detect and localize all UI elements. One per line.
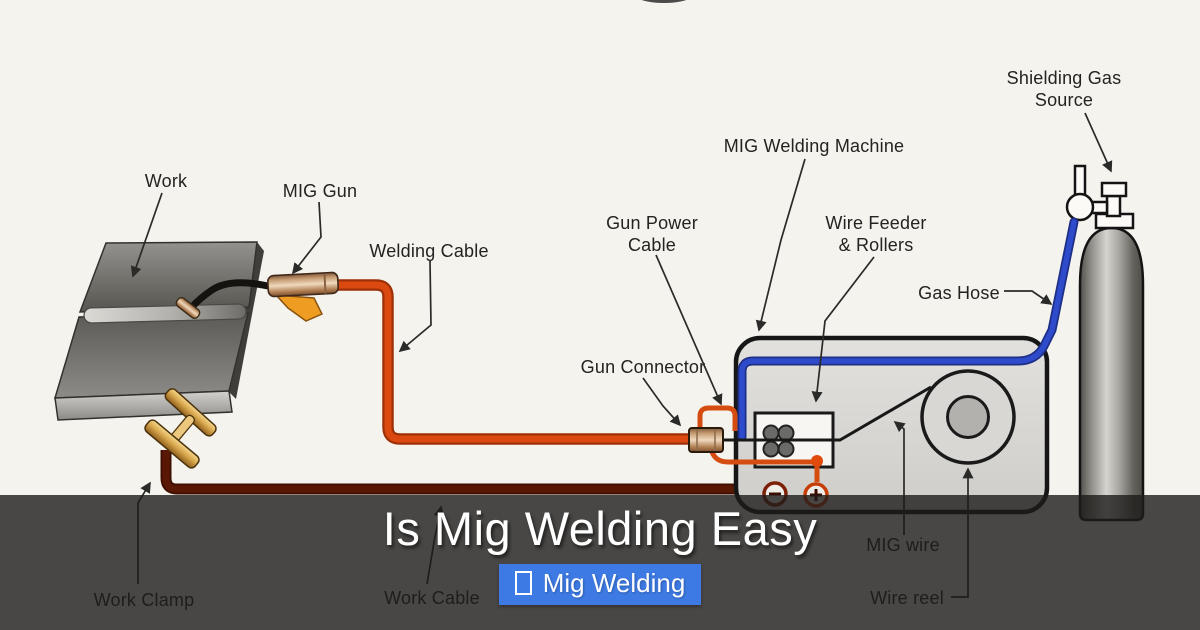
label-mig-welding-machine: MIG Welding Machine: [724, 136, 905, 156]
gun-trigger: [274, 294, 324, 322]
gun-body: [267, 271, 340, 298]
square-placeholder-icon: [514, 571, 532, 596]
cylinder-valve: [1065, 164, 1135, 230]
leader-gun-connector: [642, 377, 682, 427]
caption-overlay-band: [0, 495, 1200, 630]
label-gun-connector: Gun Connector: [581, 357, 706, 377]
topic-badge[interactable]: Mig Welding: [498, 563, 702, 605]
top-cropped-arc: [641, 0, 687, 3]
wire-junction-dot: [811, 455, 823, 467]
label-work: Work: [145, 171, 188, 191]
label-mig-gun: MIG Gun: [283, 181, 357, 201]
label-welding-cable: Welding Cable: [369, 241, 488, 261]
leader-shielding-gas-source: [1084, 112, 1113, 173]
work-clamp: [144, 388, 217, 469]
gun-power-cable: [697, 405, 820, 482]
label-wire-feeder-rollers: Wire Feeder& Rollers: [825, 213, 926, 255]
work-cable: [160, 450, 764, 495]
leader-mig-welding-machine: [755, 158, 806, 332]
leader-gas-hose: [1004, 290, 1053, 305]
welding-cable: [335, 279, 692, 445]
mig-wire: [722, 385, 932, 442]
caption-block: Is Mig Welding Easy Mig Welding: [0, 503, 1200, 605]
feed-rollers: [762, 424, 795, 458]
workpiece: [53, 241, 264, 421]
gun-neck: [187, 279, 272, 312]
wire-reel: [920, 369, 1016, 465]
leader-welding-cable: [398, 260, 432, 353]
regulator-gauge: [1065, 192, 1095, 222]
leader-mig-gun: [291, 201, 322, 275]
leader-wire-feeder-rollers: [811, 256, 875, 403]
label-gas-hose: Gas Hose: [918, 283, 1000, 303]
badge-label: Mig Welding: [542, 567, 686, 598]
gun-connector: [688, 427, 724, 453]
mig-gun: [175, 271, 340, 322]
leader-work: [130, 192, 163, 278]
weld-seam: [83, 303, 247, 324]
leader-gun-power-cable: [655, 254, 723, 406]
gun-nozzle: [175, 296, 201, 320]
gas-cylinder: [1065, 164, 1145, 522]
page-title: Is Mig Welding Easy: [382, 502, 818, 555]
